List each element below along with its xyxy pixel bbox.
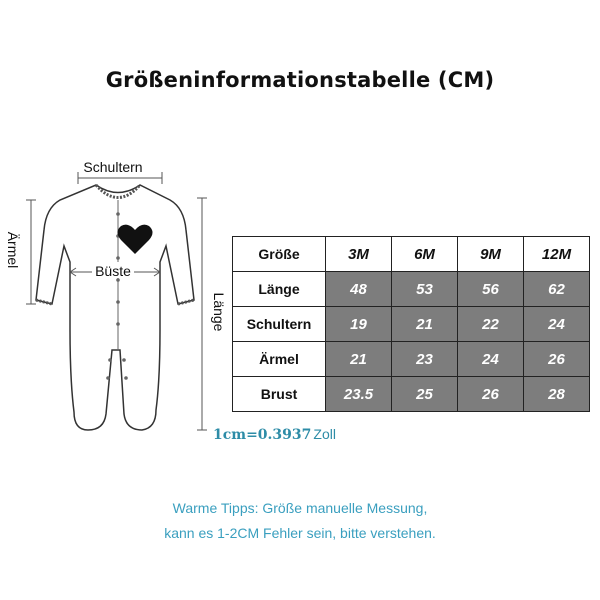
table-cell: 21 xyxy=(325,341,392,377)
row-label: Länge xyxy=(232,271,326,307)
table-cell: 56 xyxy=(457,271,524,307)
table-cell: 48 xyxy=(325,271,392,307)
table-cell: 22 xyxy=(457,306,524,342)
table-row: Brust 23.5 25 26 28 xyxy=(232,376,590,412)
table-row: Ärmel 21 23 24 26 xyxy=(232,341,590,377)
table-cell: 26 xyxy=(523,341,590,377)
romper-collar xyxy=(94,183,142,199)
page-title: Größeninformationstabelle (CM) xyxy=(105,68,495,92)
conversion-value: 1cm=0.3937 xyxy=(213,427,312,443)
sleeve-label: Ärmel xyxy=(5,232,21,269)
table-corner-header: Größe xyxy=(232,236,326,272)
table-row: Schultern 19 21 22 24 xyxy=(232,306,590,342)
table-row: Länge 48 53 56 62 xyxy=(232,271,590,307)
column-header: 3M xyxy=(325,236,392,272)
romper-outline xyxy=(35,184,195,431)
table-cell: 28 xyxy=(523,376,590,412)
tips-line-2: kann es 1-2CM Fehler sein, bitte versteh… xyxy=(164,525,436,541)
shoulders-label: Schultern xyxy=(83,159,142,175)
table-cell: 53 xyxy=(391,271,458,307)
column-header: 9M xyxy=(457,236,524,272)
table-header-row: Größe 3M 6M 9M 12M xyxy=(232,236,590,272)
column-header: 6M xyxy=(391,236,458,272)
table-cell: 23 xyxy=(391,341,458,377)
romper-diagram: Schultern Ärmel Büste Länge xyxy=(5,159,225,431)
table-cell: 21 xyxy=(391,306,458,342)
conversion-unit: Zoll xyxy=(313,426,336,442)
tips-line-1: Warme Tipps: Größe manuelle Messung, xyxy=(172,500,428,516)
chest-label: Büste xyxy=(95,263,131,279)
table-cell: 62 xyxy=(523,271,590,307)
table-cell: 26 xyxy=(457,376,524,412)
column-header: 12M xyxy=(523,236,590,272)
size-table: Größe 3M 6M 9M 12M Länge 48 53 56 62 Sch… xyxy=(232,236,590,412)
table-cell: 25 xyxy=(391,376,458,412)
row-label: Schultern xyxy=(232,306,326,342)
heart-icon xyxy=(117,224,153,254)
table-cell: 24 xyxy=(523,306,590,342)
row-label: Brust xyxy=(232,376,326,412)
row-label: Ärmel xyxy=(232,341,326,377)
table-cell: 23.5 xyxy=(325,376,392,412)
table-cell: 24 xyxy=(457,341,524,377)
table-cell: 19 xyxy=(325,306,392,342)
length-label: Länge xyxy=(211,293,225,332)
